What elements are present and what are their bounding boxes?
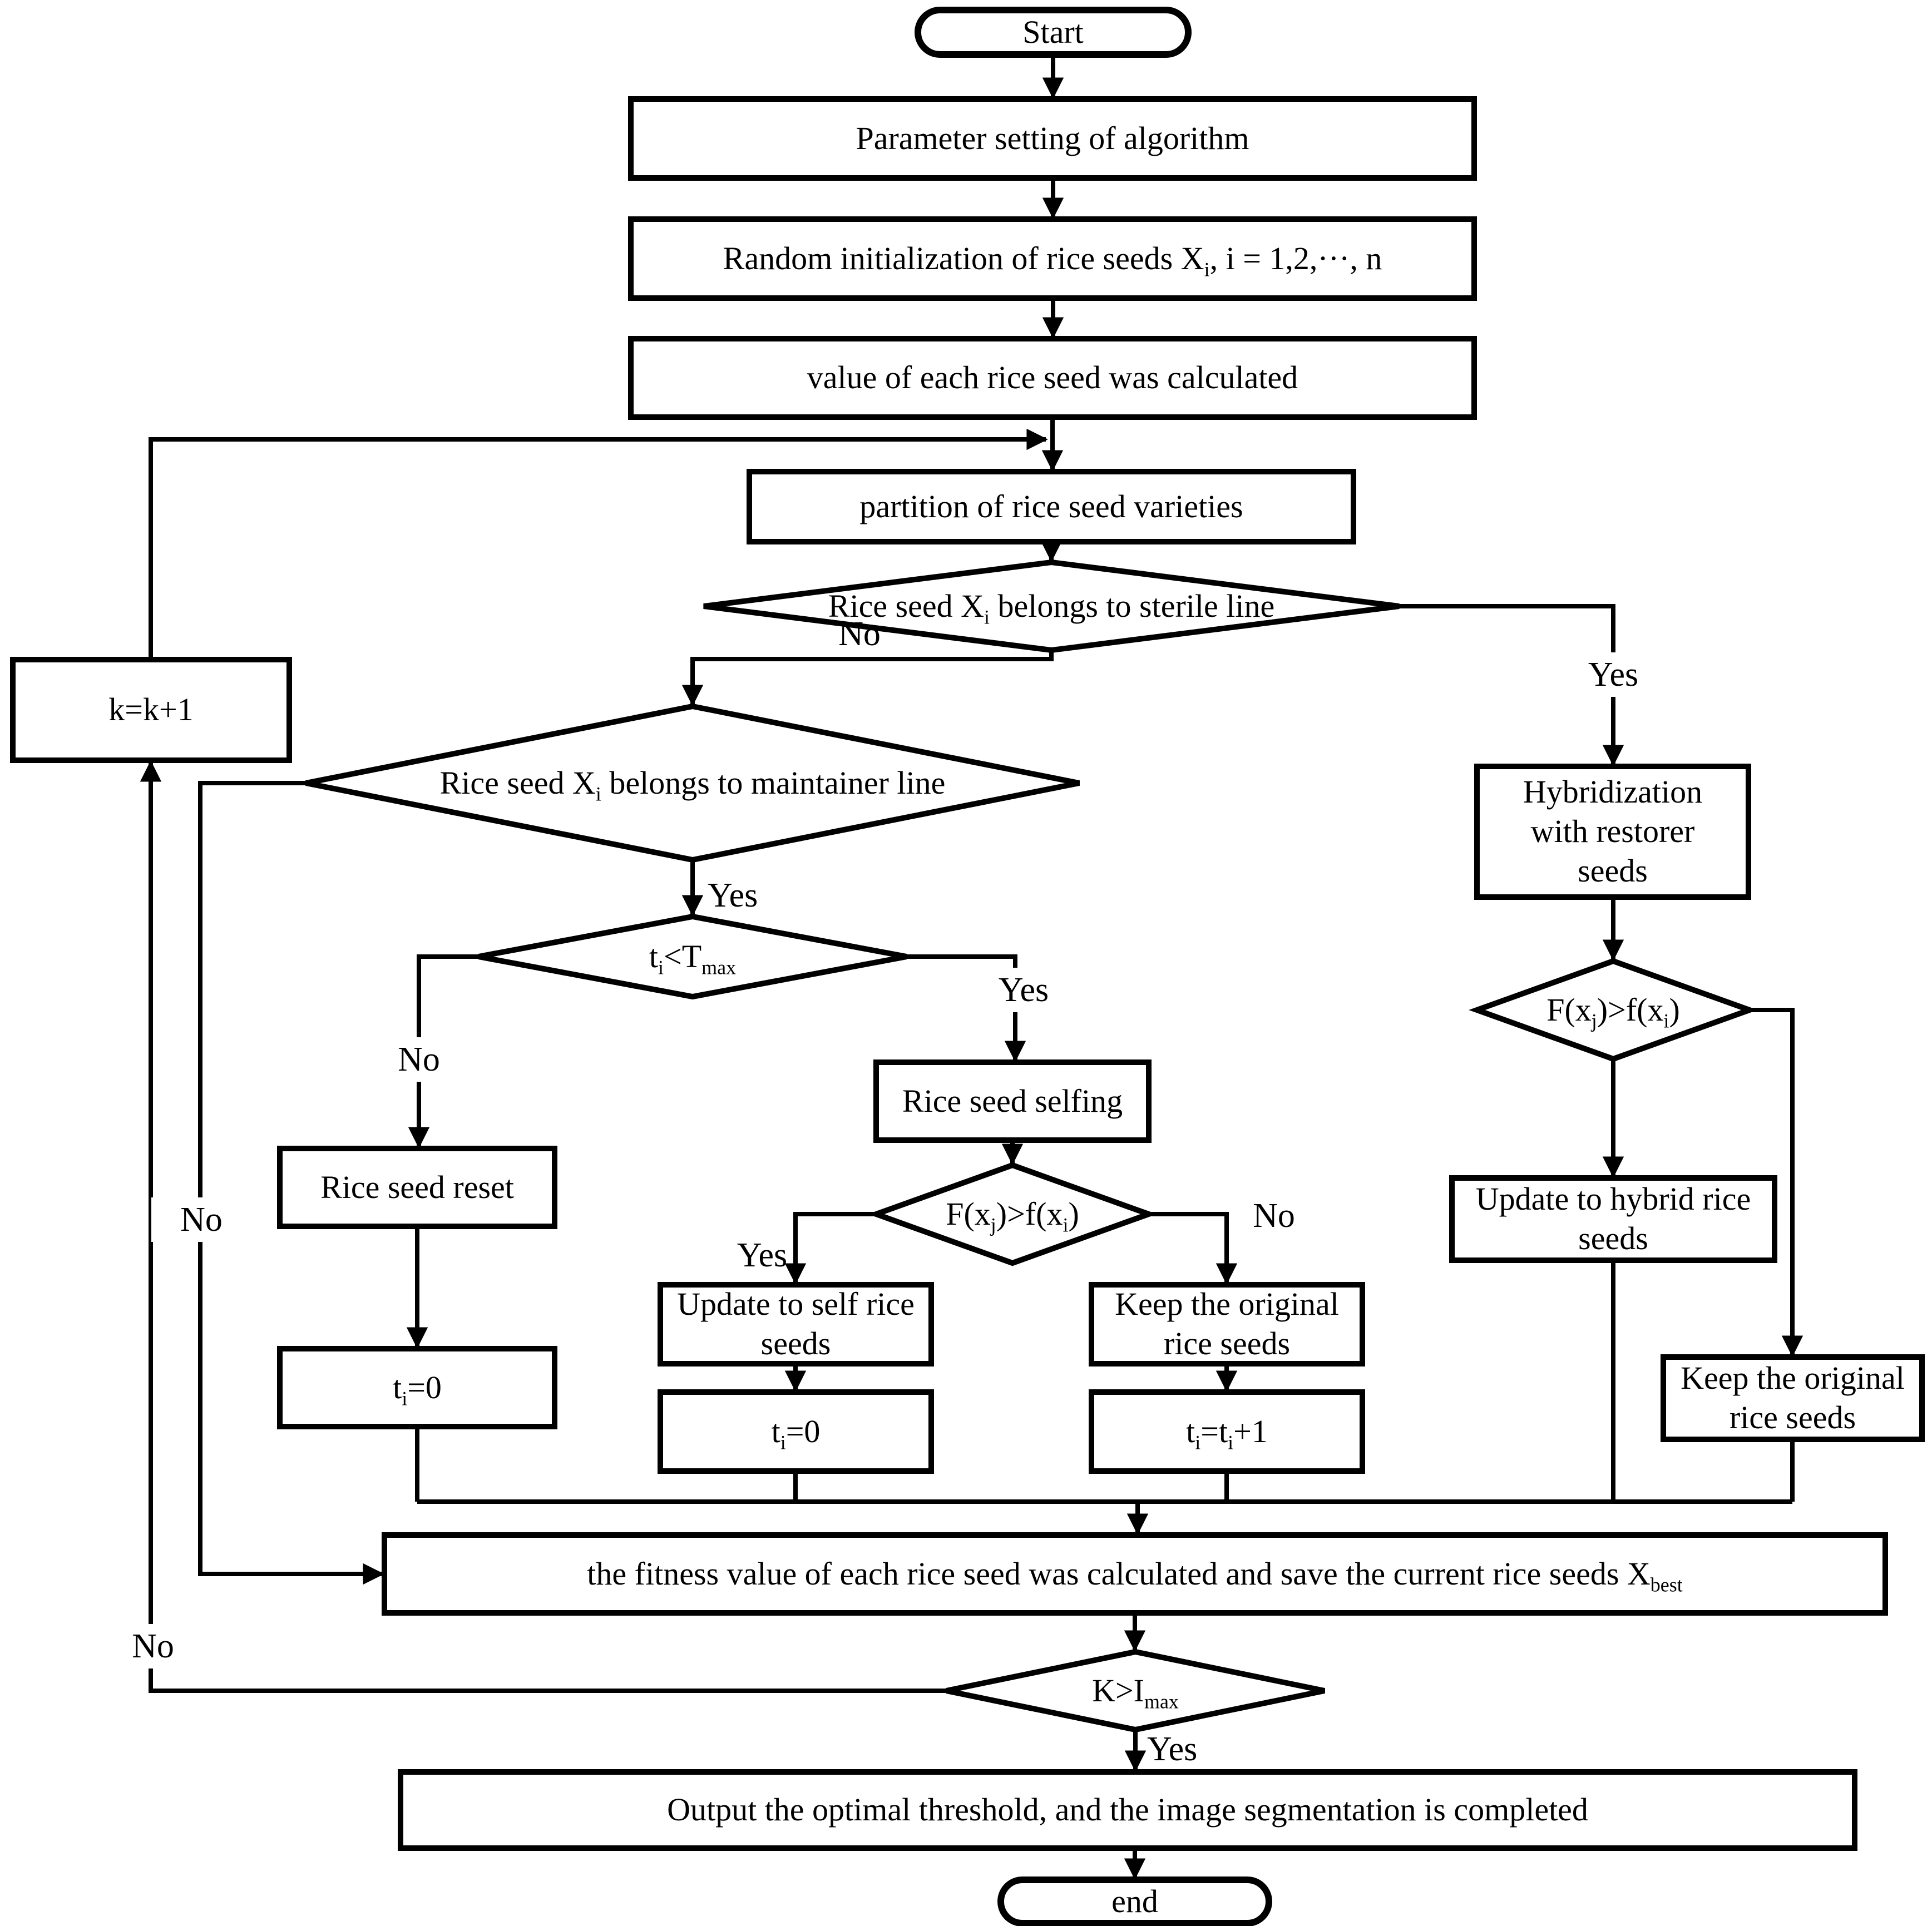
random-init-label: Random initialization of rice seeds Xi, … — [631, 219, 1474, 298]
edge-label-iteration-no: No — [103, 1624, 203, 1668]
edge-fitnessmid-no-to-keepmid — [1149, 1212, 1238, 1285]
iteration-check-label: K>Imax — [946, 1652, 1325, 1730]
edge-tcheck-no-to-reset — [408, 954, 478, 1148]
process-seed-reset-shape — [277, 1146, 557, 1229]
sterile-check-text: Rice seed Xi belongs to sterile line — [828, 587, 1275, 628]
process-update-hybrid-shape — [1449, 1175, 1777, 1263]
process-t-increment-shape — [1089, 1389, 1365, 1474]
edge-label-sterile-yes: Yes — [1563, 652, 1663, 697]
fitness-save-label: the fitness value of each rice seed was … — [384, 1535, 1885, 1613]
seed-selfing-label: Rice seed selfing — [902, 1082, 1123, 1119]
process-k-increment-shape — [10, 657, 292, 763]
edge-label-tcheck-yes: Yes — [974, 968, 1074, 1012]
k-increment-label: k=k+1 — [108, 691, 194, 728]
process-random-init-shape — [628, 216, 1477, 301]
process-fitness-save-shape — [382, 1532, 1888, 1616]
t-check-label: ti<Tmax — [478, 917, 907, 997]
hybridization-label: Hybridization with restorer seeds — [1523, 774, 1703, 889]
edge-fitnessright-to-keepright — [1750, 1008, 1803, 1357]
process-keep-original-right-shape — [1661, 1354, 1925, 1442]
maintainer-check-label: Rice seed Xi belongs to maintainer line — [306, 706, 1079, 860]
keep-original-mid-label: Keep the original rice seeds — [1115, 1286, 1339, 1361]
edge-tcheck-yes-to-selfing — [907, 954, 1026, 1062]
t-zero-left-label: ti=0 — [280, 1349, 555, 1427]
process-output-shape — [398, 1769, 1857, 1851]
edge-maintainer-no-to-fitness — [198, 781, 384, 1585]
process-parameter-setting-shape — [628, 96, 1477, 181]
edge-k-feedback-to-partition — [149, 428, 1048, 660]
iteration-check-text: K>Imax — [1092, 1672, 1179, 1713]
update-self-label: Update to self rice seeds — [677, 1286, 915, 1361]
end-label: end — [1111, 1883, 1158, 1919]
t-check-text: ti<Tmax — [649, 938, 737, 979]
output-label: Output the optimal threshold, and the im… — [667, 1791, 1588, 1828]
t-zero-mid-text: ti=0 — [771, 1413, 821, 1454]
edge-label-maintainer-no: No — [151, 1197, 251, 1242]
random-init-text: Random initialization of rice seeds Xi, … — [723, 240, 1382, 281]
t-increment-label: ti=ti+1 — [1091, 1392, 1362, 1471]
fitness-save-text: the fitness value of each rice seed was … — [587, 1555, 1683, 1596]
process-t-zero-left-shape — [277, 1346, 557, 1429]
edge-sterile-no-to-maintainer — [681, 650, 1054, 706]
maintainer-check-text: Rice seed Xi belongs to maintainer line — [439, 764, 946, 805]
decision-t-max-shape — [478, 913, 907, 1000]
edge-fitnessmid-yes-to-updateself — [784, 1212, 876, 1285]
t-increment-text: ti=ti+1 — [1186, 1413, 1268, 1454]
seed-reset-label: Rice seed reset — [320, 1169, 514, 1205]
end-terminator-shape — [997, 1877, 1272, 1926]
fitness-check-mid-label: F(xj)>f(xi) — [876, 1165, 1149, 1263]
param-setting-label: Parameter setting of algorithm — [856, 120, 1249, 156]
partition-label: partition of rice seed varieties — [859, 488, 1243, 524]
process-hybridization-shape — [1474, 764, 1751, 900]
update-hybrid-label: Update to hybrid rice seeds — [1475, 1181, 1751, 1256]
sterile-check-label: Rice seed Xi belongs to sterile line — [704, 562, 1399, 650]
keep-original-right-label: Keep the original rice seeds — [1681, 1360, 1905, 1435]
decision-fitness-mid-shape — [868, 1162, 1157, 1266]
start-label: Start — [1022, 13, 1084, 50]
edge-sterile-yes-to-hybridization — [1399, 604, 1624, 766]
edge-label-fitnessmid-no: No — [1253, 1196, 1295, 1235]
edge-label-sterile-no: No — [838, 615, 881, 653]
edge-label-maintainer-yes: Yes — [708, 876, 758, 914]
t-zero-left-text: ti=0 — [393, 1369, 442, 1410]
process-value-calc-shape — [628, 336, 1477, 420]
edge-label-tcheck-no: No — [374, 1037, 463, 1082]
fitness-check-right-label: F(xj)>f(xi) — [1477, 961, 1750, 1059]
value-calc-label: value of each rice seed was calculated — [807, 359, 1298, 396]
edge-label-iteration-yes: Yes — [1147, 1730, 1198, 1768]
t-zero-mid-label: ti=0 — [660, 1392, 931, 1471]
edge-label-fitnessmid-yes: Yes — [737, 1236, 788, 1274]
edge-iteration-no-to-k — [140, 760, 946, 1693]
fitness-check-mid-text: F(xj)>f(xi) — [946, 1195, 1079, 1236]
fitness-check-right-text: F(xj)>f(xi) — [1546, 991, 1680, 1032]
